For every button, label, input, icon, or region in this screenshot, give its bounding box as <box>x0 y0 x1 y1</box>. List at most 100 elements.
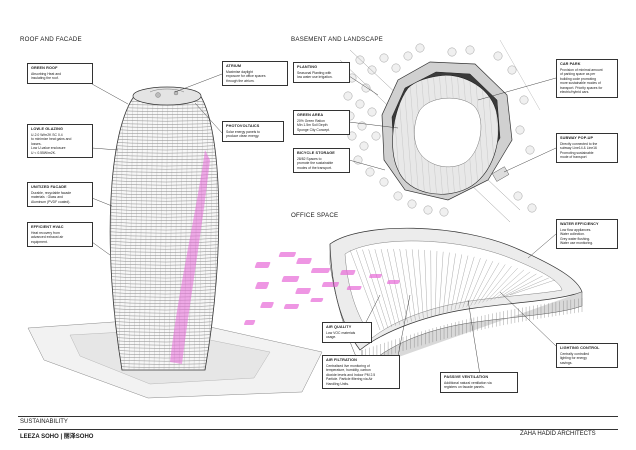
site-plan-drawing <box>339 39 541 223</box>
tree-mark <box>353 155 363 165</box>
mullion-line <box>118 95 124 370</box>
tree-mark <box>391 63 401 73</box>
callout-title: UNITIZED FACADE <box>31 185 67 189</box>
section-title-basement-landscape: BASEMENT AND LANDSCAPE <box>291 36 383 43</box>
office-zone-highlight <box>255 282 270 289</box>
tower-roof <box>132 86 202 106</box>
mullion-line <box>143 95 149 370</box>
tree-mark <box>513 191 523 201</box>
callout-title: SUBWAY POP-UP <box>560 136 594 140</box>
office-rib <box>446 253 456 312</box>
office-zone-highlight <box>296 258 312 264</box>
floor-line <box>110 208 219 211</box>
callout-atrium: ATRIUM Maximise daylight exposure for of… <box>222 61 288 87</box>
floor-line <box>110 256 219 259</box>
callout-planting: PLANTING Seasonal Planting with low wate… <box>293 62 350 83</box>
tree-mark <box>355 55 365 65</box>
tree-mark <box>343 91 353 101</box>
office-rib <box>405 249 416 321</box>
tree-mark <box>407 199 417 209</box>
tree-mark <box>439 207 449 217</box>
callout-title: LIGHTING CONTROL <box>560 346 600 350</box>
callout-text: Seasonal Planting with low water use irr… <box>297 70 333 80</box>
callout-subway-pop-up: SUBWAY POP-UP Directly connected to the … <box>556 133 618 163</box>
callout-title: AIR FILTRATION <box>326 358 357 362</box>
office-rib <box>387 248 404 324</box>
callout-title: GREEN ROOF <box>31 66 58 70</box>
callout-title: WATER EFFICIENCY <box>560 222 599 226</box>
office-rib <box>438 251 444 315</box>
office-zone-highlight <box>244 320 256 325</box>
office-zone-highlight <box>386 280 400 284</box>
tree-mark <box>393 191 403 201</box>
mullion-line <box>158 95 164 370</box>
tree-mark <box>515 125 525 135</box>
callout-title: PHOTOVOLTAICS <box>226 124 260 128</box>
callout-text: 20% Green Ration Min 1.5m Soil Depth Spo… <box>297 118 330 132</box>
office-zone-highlight <box>340 270 356 275</box>
office-rib <box>490 269 525 301</box>
callout-text: Low VOC materials usage. <box>326 330 356 340</box>
callout-title: LOW-E GLAZING <box>31 127 64 131</box>
office-zone-highlight <box>310 268 331 273</box>
atrium-highlight <box>170 150 210 364</box>
floor-line <box>110 211 219 215</box>
office-rib <box>474 262 500 305</box>
mullion-line <box>208 95 214 370</box>
callout-efficient-hvac: EFFICIENT HVAC Heat recovery from advanc… <box>27 222 93 248</box>
tree-mark <box>365 167 375 177</box>
office-rib <box>374 249 396 326</box>
mullion-line <box>163 95 169 370</box>
callout-text: Low flow appliances. Water collection. G… <box>560 227 594 246</box>
office-rib <box>494 271 531 300</box>
callout-photovoltaics: PHOTOVOLTAICS Solar energy panels to pro… <box>222 121 284 142</box>
tower-mullions <box>110 95 219 370</box>
floor-line <box>110 205 219 208</box>
office-rib <box>393 248 408 323</box>
mullion-line <box>168 95 174 370</box>
tree-mark <box>367 107 377 117</box>
callout-text: Absorbing Heat and insulating the roof. <box>31 71 61 81</box>
mullion-line <box>203 95 209 370</box>
office-rib <box>509 279 556 296</box>
callout-green-roof: GREEN ROOF Absorbing Heat and insulating… <box>27 63 93 84</box>
office-zone-highlight <box>310 298 324 302</box>
tree-mark <box>447 47 457 57</box>
leader-lines <box>91 73 557 376</box>
office-rib <box>470 261 494 306</box>
callout-title: BICYCLE STORAGE <box>297 151 335 155</box>
office-rib <box>399 248 412 322</box>
footer-label: SUSTAINABILITY <box>20 419 68 425</box>
office-rib <box>466 259 487 307</box>
plaza-grid-line <box>408 75 420 195</box>
callout-water-efficiency: WATER EFFICIENCY Low flow appliances. Wa… <box>556 219 618 249</box>
tree-mark <box>507 65 517 75</box>
footer-project: LEEZA SOHO | 丽泽SOHO <box>20 434 94 440</box>
callout-air-quality: AIR QUALITY Low VOC materials usage. <box>322 322 372 343</box>
footer-rule-lower <box>18 429 618 430</box>
office-zone-highlight <box>281 276 300 282</box>
callout-text: Durable, recyclable facade materials : G… <box>31 190 72 204</box>
tree-mark <box>415 43 425 53</box>
callout-title: PASSIVE VENTILATION <box>444 375 489 379</box>
office-rib <box>478 264 506 304</box>
mullion-line <box>173 95 179 370</box>
tree-mark <box>355 99 365 109</box>
office-rib <box>411 249 420 320</box>
tree-mark <box>371 131 381 141</box>
callout-bicycle-storage: BICYCLE STORAGE 28/82 Spaces to promote … <box>293 148 350 174</box>
office-rib <box>454 255 469 310</box>
mullion-line <box>138 95 144 370</box>
office-rib <box>424 249 428 318</box>
office-rib <box>356 249 385 329</box>
callout-text: Additional natural ventilation via regis… <box>444 380 492 390</box>
office-rib <box>462 258 481 308</box>
tree-mark <box>367 65 377 75</box>
floor-line <box>110 250 219 253</box>
mullion-line <box>123 95 129 370</box>
callout-car-park: CAR PARK Provision of minimal amount of … <box>556 59 618 99</box>
callout-title: AIR QUALITY <box>326 325 352 329</box>
mullion-line <box>148 95 154 370</box>
office-zone-highlight <box>278 252 296 257</box>
floor-line <box>110 263 219 266</box>
